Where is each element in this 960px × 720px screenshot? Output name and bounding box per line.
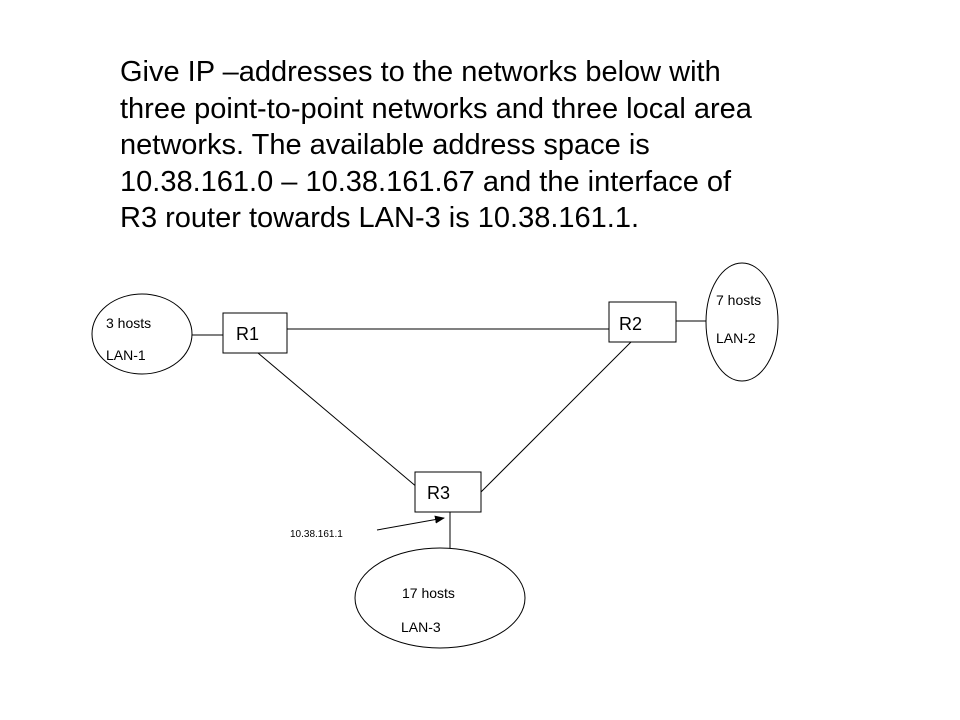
router-r3-label: R3 <box>427 483 450 503</box>
lan2-name-label: LAN-2 <box>716 330 756 346</box>
lan3-name-label: LAN-3 <box>401 619 441 635</box>
problem-line-3: networks. The available address space is <box>120 129 650 161</box>
lan2-ellipse <box>705 262 779 382</box>
interface-pointer-arrow <box>376 515 445 531</box>
lan3-ellipse <box>354 547 526 649</box>
problem-line-4: 10.38.161.0 – 10.38.161.67 and the inter… <box>120 165 732 198</box>
router-r3-box <box>414 471 482 513</box>
problem-line-5: R3 router towards LAN-3 is 10.38.161.1. <box>120 202 640 234</box>
lan1-hosts-label: 3 hosts <box>106 315 151 331</box>
problem-statement: Give IP –addresses to the networks below… <box>120 54 920 237</box>
router-r1-box <box>222 312 288 354</box>
router-r2-label: R2 <box>619 314 642 334</box>
lan2-hosts-label: 7 hosts <box>716 292 761 308</box>
r3-lan3-interface-ip: 10.38.161.1 <box>290 529 343 540</box>
link-r2-r3 <box>480 341 632 493</box>
lan1-ellipse <box>91 293 193 375</box>
lan1-name-label: LAN-1 <box>106 347 146 363</box>
problem-line-2: three point-to-point networks and three … <box>120 92 752 125</box>
problem-line-1: Give IP –addresses to the networks below… <box>120 56 721 88</box>
router-r2-box <box>608 301 677 343</box>
router-r1-label: R1 <box>236 324 259 344</box>
link-r1-r3 <box>257 352 419 489</box>
lan3-hosts-label: 17 hosts <box>402 585 455 601</box>
